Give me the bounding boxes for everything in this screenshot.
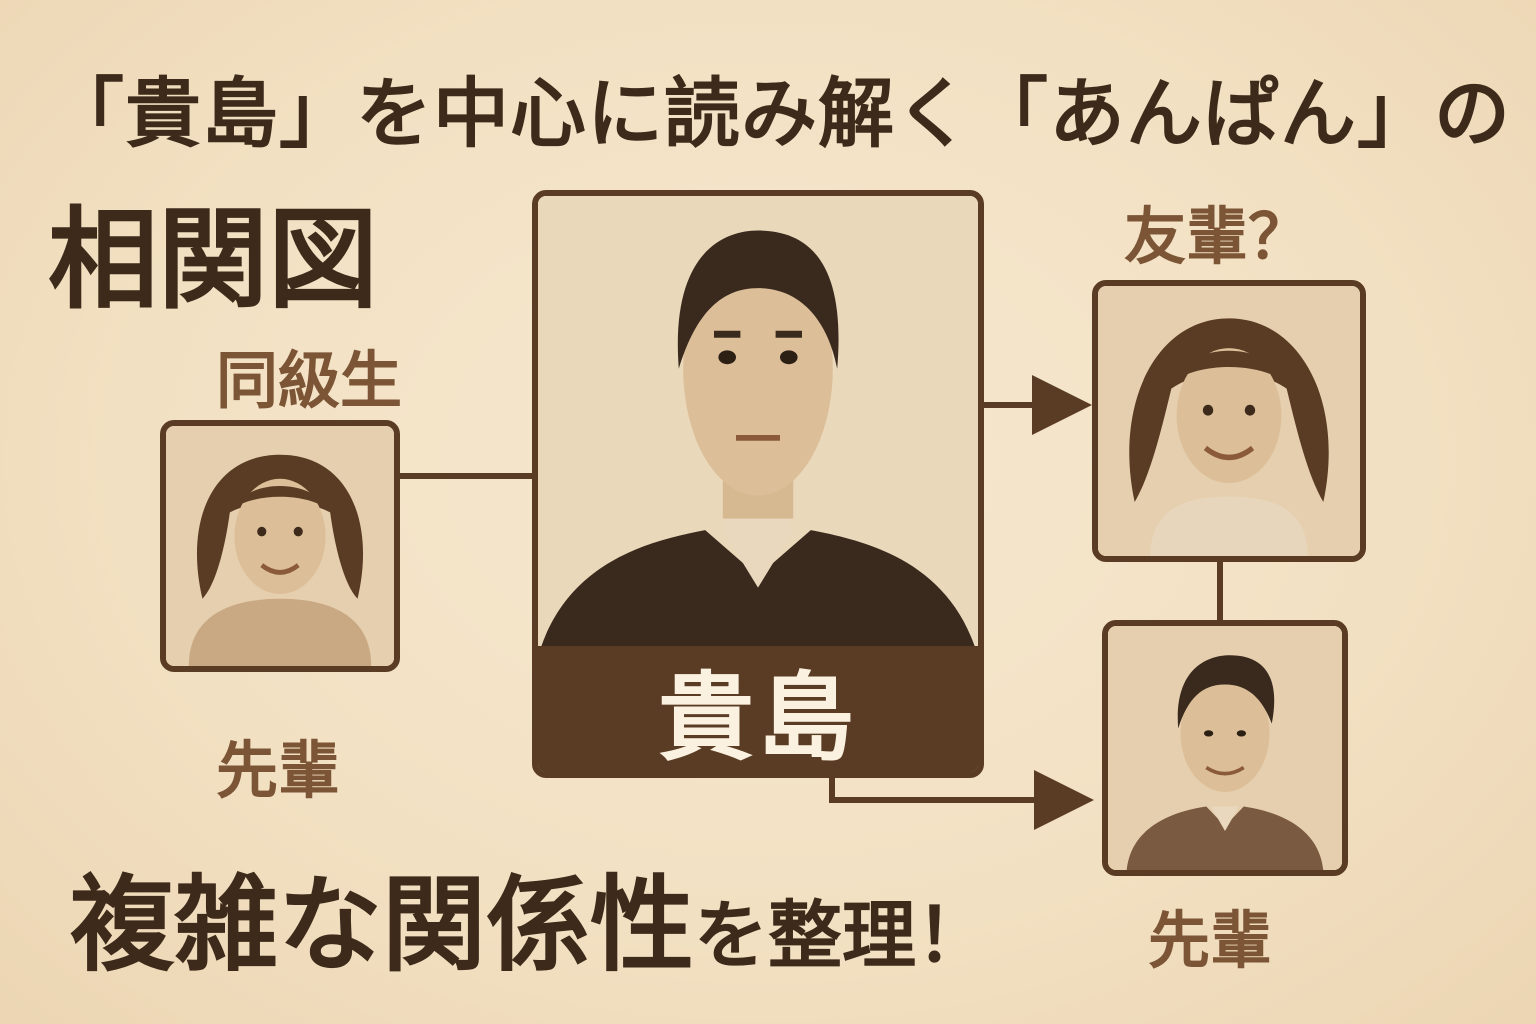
arrow-to-senpai <box>829 770 1094 830</box>
label-friend: 友輩？ <box>1124 200 1311 273</box>
label-senpai-left: 先輩 <box>216 734 341 807</box>
center-name: 貴島 <box>658 661 858 774</box>
woman-portrait-icon <box>1098 286 1360 556</box>
portrait-card-classmate <box>160 420 400 672</box>
page-title-line1: 「貴島」を中心に読み解く「あんぱん」の <box>48 69 1511 158</box>
subtitle-main: 複雑な関係性 <box>70 864 695 986</box>
subtitle: 複雑な関係性を整理！ <box>70 840 990 991</box>
page-title-line2: 相関図 <box>48 196 378 324</box>
label-classmate: 同級生 <box>216 344 403 417</box>
subtitle-suffix: を整理！ <box>694 893 991 979</box>
man-portrait-icon <box>1108 626 1342 870</box>
name-band: 貴島 <box>538 646 978 772</box>
label-senpai-right: 先輩 <box>1148 904 1273 977</box>
portrait-card-senpai <box>1102 620 1348 876</box>
portrait-card-friend <box>1092 280 1366 562</box>
woman-portrait-icon <box>166 426 394 666</box>
portrait-card-kijima: 貴島 <box>532 190 984 778</box>
